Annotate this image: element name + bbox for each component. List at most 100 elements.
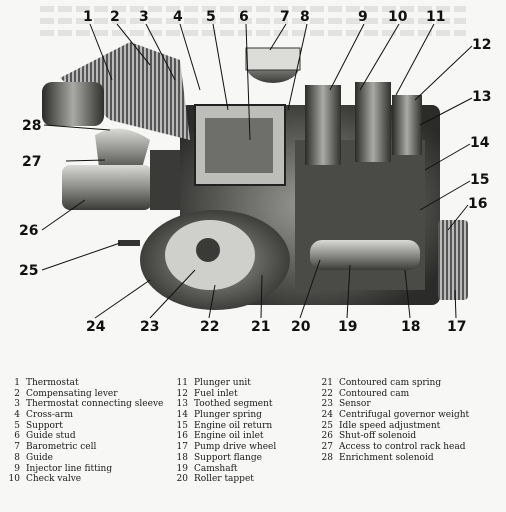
legend-number: 7	[14, 442, 20, 453]
callout-12: 12	[472, 37, 492, 53]
solenoid-cap	[150, 150, 180, 210]
legend-label: Guide stud	[26, 431, 76, 442]
legend-number: 20	[176, 474, 188, 485]
legend-label: Thermostat connecting sleeve	[26, 399, 164, 410]
legend-number: 3	[14, 399, 20, 410]
legend-label: Sensor	[339, 399, 371, 410]
legend-label: Access to control rack head	[339, 442, 466, 453]
legend-label: Compensating lever	[26, 388, 118, 399]
bleed-through-text	[0, 0, 506, 40]
legend-item: 14 Plunger spring	[170, 410, 276, 421]
camshaft	[310, 240, 420, 270]
legend-number: 12	[176, 388, 188, 399]
callout-8: 8	[300, 9, 310, 25]
callout-7: 7	[280, 9, 290, 25]
legend-number: 24	[321, 410, 333, 421]
legend-number: 6	[14, 431, 20, 442]
legend-label: Idle speed adjustment	[339, 420, 441, 431]
callout-5: 5	[206, 9, 216, 25]
legend-number: 16	[176, 431, 188, 442]
legend-label: Plunger spring	[194, 410, 262, 421]
callout-14: 14	[470, 135, 490, 151]
callout-23: 23	[140, 319, 160, 335]
legend-number: 2	[14, 388, 20, 399]
legend-item: 16 Engine oil inlet	[170, 431, 276, 442]
callout-17: 17	[447, 319, 467, 335]
callout-21: 21	[251, 319, 271, 335]
callout-15: 15	[470, 172, 490, 188]
thermostat-housing	[60, 42, 190, 140]
legend-item: 3 Thermostat connecting sleeve	[2, 399, 163, 410]
injection-pump-drawing	[41, 23, 473, 319]
callout-19: 19	[338, 319, 358, 335]
legend-number: 19	[176, 463, 188, 474]
legend-label: Engine oil return	[194, 420, 273, 431]
legend-number: 22	[321, 388, 333, 399]
callout-25: 25	[19, 263, 39, 279]
legend-number: 26	[321, 431, 333, 442]
legend-number: 14	[176, 410, 188, 421]
callout-13: 13	[472, 89, 492, 105]
callout-6: 6	[239, 9, 249, 25]
legend-number: 28	[321, 452, 333, 463]
legend-label: Thermostat	[26, 378, 79, 388]
legend-item: 6 Guide stud	[2, 431, 163, 442]
legend-label: Plunger unit	[194, 378, 251, 388]
legend-label: Support	[26, 420, 63, 431]
legend-label: Guide	[26, 452, 53, 463]
barometric-cell-body	[245, 47, 301, 71]
legend-number: 11	[176, 378, 188, 388]
shut-off-solenoid	[62, 165, 152, 210]
parts-legend: 1 Thermostat 2 Compensating lever 3 Thermosta…	[0, 378, 506, 508]
cross-arm-window	[205, 118, 273, 173]
legend-label: Shut-off solenoid	[339, 431, 417, 442]
callout-24: 24	[86, 319, 106, 335]
thermostat-tube	[42, 82, 104, 126]
legend-number: 1	[14, 378, 20, 388]
legend-item: 13 Toothed segment	[170, 399, 276, 410]
legend-label: Enrichment solenoid	[339, 452, 434, 463]
legend-item: 28 Enrichment solenoid	[315, 453, 469, 464]
legend-label: Camshaft	[194, 463, 238, 474]
idle-speed-screw	[118, 240, 140, 246]
plunger-unit-c	[392, 95, 422, 155]
pump-illustration: 1 2 3 4 5 6 7 8 9 10 11 12 13 14 15 16 1…	[19, 9, 492, 335]
legend-item: 1 Thermostat	[2, 378, 163, 389]
legend-number: 15	[176, 420, 188, 431]
callout-28: 28	[22, 118, 42, 134]
legend-number: 27	[321, 442, 333, 453]
legend-label: Toothed segment	[194, 399, 273, 410]
callout-22: 22	[200, 319, 220, 335]
legend-item: 26 Shut-off solenoid	[315, 431, 469, 442]
callout-1: 1	[83, 9, 93, 25]
plunger-unit-a	[305, 85, 341, 165]
legend-column-1: 1 Thermostat 2 Compensating lever 3 Thermosta…	[2, 378, 164, 485]
legend-number: 18	[176, 452, 188, 463]
legend-item: 27 Access to control rack head	[315, 442, 469, 453]
pump-drive-wheel	[438, 220, 468, 300]
legend-number: 17	[176, 442, 188, 453]
callout-9: 9	[358, 9, 368, 25]
legend-number: 13	[176, 399, 188, 410]
legend-item: 7 Barometric cell	[2, 442, 163, 453]
legend-item: 2 Compensating lever	[2, 389, 163, 400]
governor-weight	[196, 238, 220, 262]
callout-26: 26	[19, 223, 39, 239]
legend-label: Barometric cell	[26, 442, 97, 453]
legend-item: 19 Camshaft	[170, 464, 276, 475]
legend-number: 10	[8, 474, 20, 485]
legend-label: Engine oil inlet	[194, 431, 264, 442]
